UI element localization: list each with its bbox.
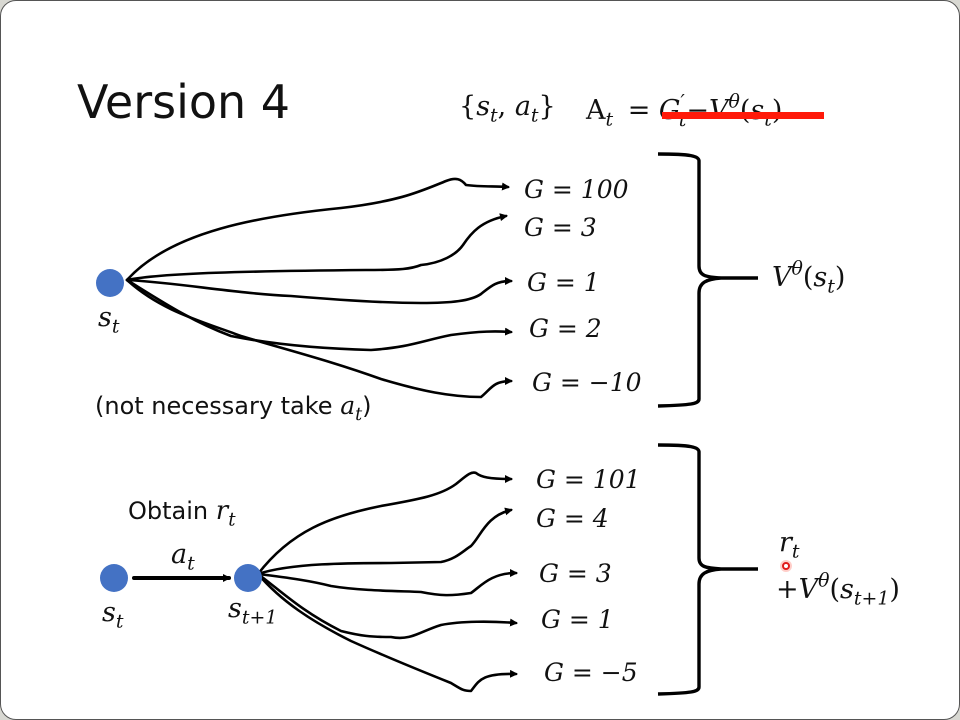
state-node-top bbox=[96, 269, 124, 297]
trajectory-top-1 bbox=[125, 177, 510, 282]
state-label-bottom-from: st bbox=[102, 597, 124, 633]
trajectory-bottom-2 bbox=[256, 507, 513, 576]
note-not-necessary: (not necessary take at) bbox=[95, 391, 372, 426]
state-node-bottom-to bbox=[234, 564, 262, 592]
return-label-bottom-2: G = 4 bbox=[536, 504, 609, 533]
state-label-top: st bbox=[98, 302, 120, 338]
trajectory-bottom-5 bbox=[256, 572, 518, 693]
obtain-reward-label: Obtain rt bbox=[128, 496, 236, 531]
value-estimate-top: Vθ(st) bbox=[772, 257, 846, 298]
return-label-bottom-3: G = 3 bbox=[539, 559, 612, 588]
strikethrough-line bbox=[662, 112, 824, 119]
state-node-bottom-from bbox=[100, 564, 128, 592]
trajectory-bottom-1 bbox=[256, 471, 513, 576]
state-action-pair: {st, at} bbox=[459, 91, 556, 127]
return-label-top-2: G = 3 bbox=[524, 213, 597, 242]
trajectory-top-2 bbox=[125, 213, 508, 282]
return-label-bottom-4: G = 1 bbox=[541, 605, 614, 634]
td-target-reward: rt bbox=[779, 527, 800, 563]
return-label-top-1: G = 100 bbox=[524, 175, 629, 204]
td-target-value: +Vθ(st+1) bbox=[776, 569, 900, 610]
return-label-top-5: G = −10 bbox=[532, 368, 642, 397]
state-label-bottom-to: st+1 bbox=[228, 593, 278, 629]
return-label-top-3: G = 1 bbox=[527, 268, 600, 297]
trajectory-bottom-4 bbox=[256, 572, 518, 640]
trajectory-top-3 bbox=[125, 277, 513, 305]
laser-pointer-cursor bbox=[780, 560, 792, 572]
action-label: at bbox=[171, 539, 195, 575]
slide-title: Version 4 bbox=[77, 75, 291, 129]
brace-top bbox=[657, 152, 758, 408]
return-label-bottom-1: G = 101 bbox=[536, 465, 641, 494]
return-label-bottom-5: G = −5 bbox=[544, 658, 638, 687]
trajectory-top-5 bbox=[125, 278, 513, 399]
trajectory-bottom-3 bbox=[256, 569, 518, 597]
return-label-top-4: G = 2 bbox=[529, 314, 602, 343]
brace-bottom bbox=[657, 443, 758, 696]
